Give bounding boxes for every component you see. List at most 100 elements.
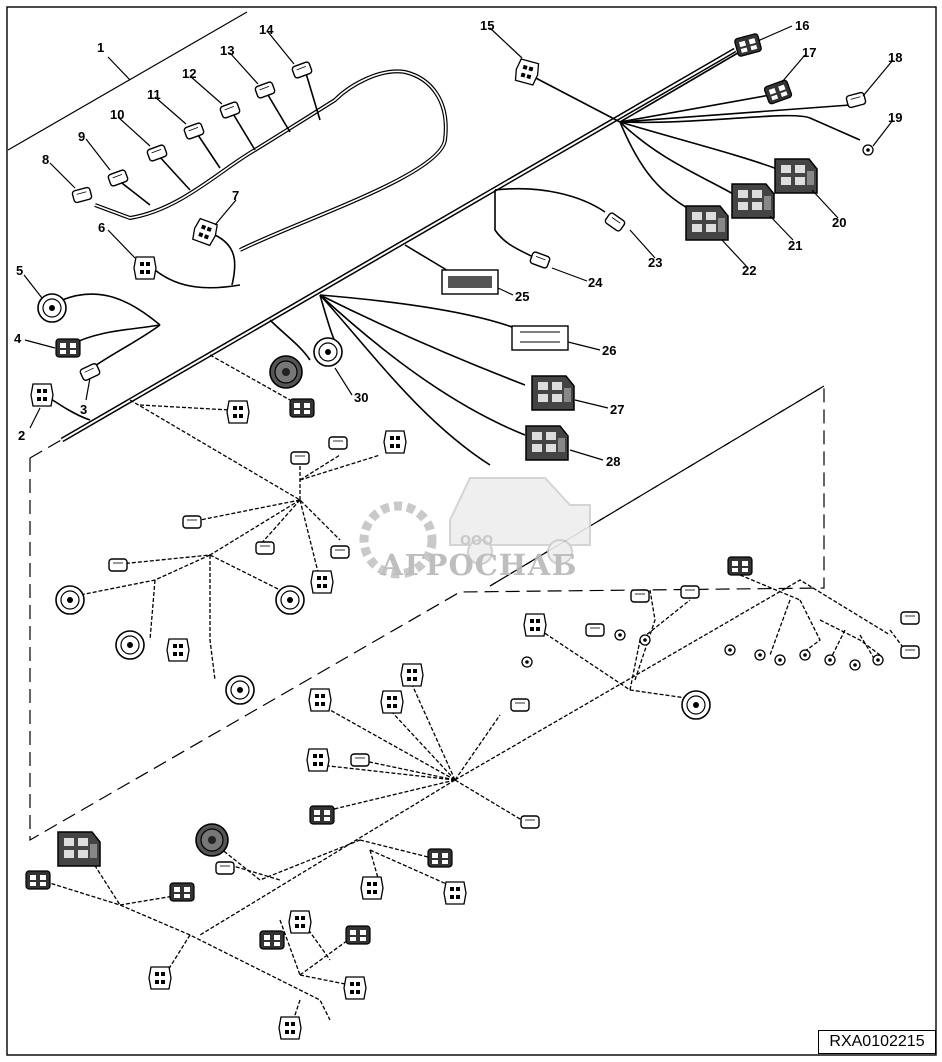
detail-connector bbox=[328, 436, 348, 450]
detail-connector bbox=[427, 848, 453, 868]
connector-28 bbox=[525, 425, 569, 461]
connector-9 bbox=[106, 168, 130, 188]
callout-13: 13 bbox=[220, 43, 234, 58]
detail-connector bbox=[290, 451, 310, 465]
detail-connector bbox=[288, 910, 312, 934]
callout-2: 2 bbox=[18, 428, 25, 443]
callout-24: 24 bbox=[588, 275, 603, 290]
detail-area-boundary bbox=[29, 384, 825, 842]
callout-21: 21 bbox=[788, 238, 802, 253]
callout-22: 22 bbox=[742, 263, 756, 278]
detail-connector bbox=[520, 815, 540, 829]
connector-26 bbox=[511, 325, 569, 351]
detail-eyelet bbox=[639, 634, 651, 646]
detail-connector bbox=[309, 805, 335, 825]
detail-eyelet bbox=[774, 654, 786, 666]
callout-18: 18 bbox=[888, 50, 902, 65]
page-frame bbox=[6, 6, 937, 1056]
detail-connector bbox=[360, 876, 384, 900]
detail-eyelet bbox=[754, 649, 766, 661]
callout-16: 16 bbox=[795, 18, 809, 33]
callout-9: 9 bbox=[78, 129, 85, 144]
callout-27: 27 bbox=[610, 402, 624, 417]
callout-10: 10 bbox=[110, 107, 124, 122]
detail-eyelet bbox=[872, 654, 884, 666]
connector-4 bbox=[55, 338, 81, 358]
detail-eyelet bbox=[614, 629, 626, 641]
detail-connector bbox=[343, 976, 367, 1000]
detail-connector bbox=[25, 870, 51, 890]
detail-connector bbox=[226, 400, 250, 424]
callout-28: 28 bbox=[606, 454, 620, 469]
detail-connector bbox=[523, 613, 547, 637]
callout-25: 25 bbox=[515, 289, 529, 304]
detail-connector bbox=[57, 831, 101, 867]
connector-21 bbox=[731, 183, 775, 219]
detail-connector bbox=[115, 630, 145, 660]
detail-connector bbox=[510, 698, 530, 712]
detail-connector bbox=[310, 570, 334, 594]
detail-connector bbox=[900, 645, 920, 659]
detail-connector bbox=[443, 881, 467, 905]
detail-connector bbox=[215, 861, 235, 875]
detail-connector bbox=[680, 585, 700, 599]
callout-26: 26 bbox=[602, 343, 616, 358]
dashed-harness-right bbox=[199, 574, 906, 936]
connector-20 bbox=[774, 158, 818, 194]
detail-connector bbox=[169, 882, 195, 902]
drawing-code: RXA0102215 bbox=[818, 1030, 936, 1054]
detail-connector bbox=[166, 638, 190, 662]
detail-connector bbox=[727, 556, 753, 576]
detail-connector bbox=[630, 589, 650, 603]
callout-8: 8 bbox=[42, 152, 49, 167]
callout-20: 20 bbox=[832, 215, 846, 230]
detail-connector bbox=[308, 688, 332, 712]
connector-27 bbox=[531, 375, 575, 411]
assembly-bracket bbox=[7, 11, 248, 151]
connector-24 bbox=[528, 250, 552, 270]
callout-1: 1 bbox=[97, 40, 104, 55]
detail-connector bbox=[275, 585, 305, 615]
connector-16 bbox=[733, 32, 763, 58]
callout-4: 4 bbox=[14, 331, 22, 346]
detail-connector bbox=[350, 753, 370, 767]
connector-22 bbox=[685, 205, 729, 241]
detail-connector bbox=[195, 823, 229, 857]
callout-12: 12 bbox=[182, 66, 196, 81]
detail-eyelet bbox=[724, 644, 736, 656]
callout-23: 23 bbox=[648, 255, 662, 270]
connector-17 bbox=[763, 78, 793, 106]
detail-connector bbox=[330, 545, 350, 559]
detail-connector bbox=[225, 675, 255, 705]
main-harness bbox=[44, 39, 861, 466]
detail-connector bbox=[585, 623, 605, 637]
connector-2 bbox=[30, 383, 54, 407]
detail-connector bbox=[380, 690, 404, 714]
watermark-brand: АГРОСНАБ bbox=[380, 548, 578, 582]
detail-connector bbox=[148, 966, 172, 990]
detail-connector bbox=[681, 690, 711, 720]
connector-25 bbox=[441, 269, 499, 295]
detail-connector bbox=[255, 541, 275, 555]
connector-14 bbox=[290, 60, 314, 80]
connector-29 bbox=[269, 355, 303, 389]
connector-5 bbox=[37, 293, 67, 323]
connector-15 bbox=[512, 57, 542, 87]
detail-connector bbox=[182, 515, 202, 529]
callout-30: 30 bbox=[354, 390, 368, 405]
connector-23 bbox=[603, 211, 627, 233]
detail-connector bbox=[900, 611, 920, 625]
detail-connector bbox=[289, 398, 315, 418]
connector-7 bbox=[190, 217, 220, 247]
connector-8 bbox=[71, 186, 93, 204]
detail-connector bbox=[383, 430, 407, 454]
connector-11 bbox=[182, 121, 206, 141]
detail-eyelet bbox=[849, 659, 861, 671]
dashed-harness-left bbox=[79, 354, 381, 681]
callout-11: 11 bbox=[147, 87, 161, 102]
leader-lines bbox=[23, 25, 894, 461]
watermark-logo: ООО АГРОСНАБ bbox=[359, 477, 591, 582]
detail-eyelet bbox=[799, 649, 811, 661]
detail-connector bbox=[278, 1016, 302, 1040]
